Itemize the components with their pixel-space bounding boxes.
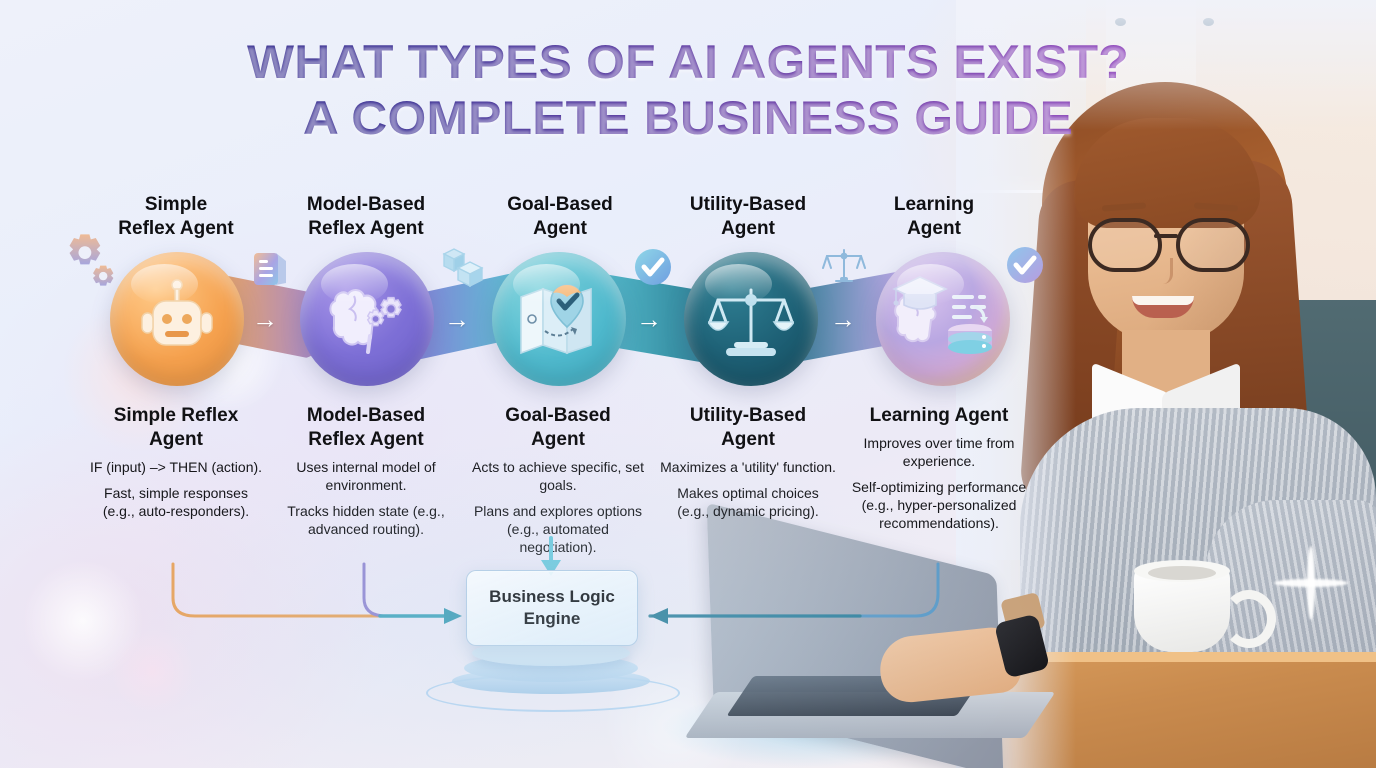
check-badge-icon bbox=[1007, 247, 1043, 283]
flow-arrow-4: → bbox=[830, 304, 856, 334]
flow-arrow-2: → bbox=[444, 304, 470, 334]
node-goal-based-agent[interactable] bbox=[492, 252, 626, 386]
photo-top-fade bbox=[956, 0, 1376, 130]
eyeglass-lens-left bbox=[1088, 218, 1162, 272]
description-title: Goal-Based Agent bbox=[505, 405, 611, 450]
check-badge-icon bbox=[635, 249, 671, 285]
description-model-based-reflex-agent: Model-Based Reflex Agent Uses internal m… bbox=[278, 404, 454, 546]
description-title: Learning Agent bbox=[869, 405, 1009, 426]
document-icon bbox=[254, 253, 286, 285]
node-utility-based-agent[interactable] bbox=[684, 252, 818, 386]
node-top-label-1: Simple Reflex Agent bbox=[118, 194, 234, 239]
gears-icon bbox=[69, 234, 114, 286]
graduation-brain-icon bbox=[892, 276, 992, 354]
hub-connector-lines bbox=[171, 536, 940, 624]
description-title: Simple Reflex Agent bbox=[113, 405, 239, 450]
database-icon bbox=[948, 324, 992, 354]
map-pin-icon bbox=[520, 284, 592, 355]
business-logic-engine-label: Business Logic Engine bbox=[489, 587, 615, 628]
description-body: Maximizes a 'utility' function. Makes op… bbox=[660, 459, 836, 519]
scales-icon bbox=[822, 249, 866, 282]
node-learning-agent[interactable] bbox=[876, 252, 1010, 386]
eyeglass-lens-right bbox=[1176, 218, 1250, 272]
node-top-label-4: Utility-Based Agent bbox=[689, 194, 807, 239]
description-title: Model-Based Reflex Agent bbox=[306, 405, 426, 450]
description-learning-agent: Learning Agent Improves over time from e… bbox=[846, 404, 1032, 540]
description-body: Acts to achieve specific, set goals. Pla… bbox=[472, 459, 644, 555]
cubes-icon bbox=[442, 248, 484, 288]
description-goal-based-agent: Goal-Based Agent Acts to achieve specifi… bbox=[468, 404, 648, 564]
business-logic-engine[interactable]: Business Logic Engine bbox=[426, 570, 680, 712]
nose bbox=[1154, 258, 1173, 284]
node-top-label-5: Learning Agent bbox=[893, 194, 975, 239]
eyeglasses bbox=[1088, 218, 1250, 272]
node-top-label-3: Goal-Based Agent bbox=[507, 194, 613, 239]
robot-icon bbox=[141, 279, 213, 346]
description-body: Improves over time from experience. Self… bbox=[851, 435, 1027, 531]
eyeglass-bridge bbox=[1154, 234, 1178, 238]
business-logic-engine-box[interactable]: Business Logic Engine bbox=[466, 570, 638, 646]
description-title: Utility-Based Agent bbox=[689, 405, 807, 450]
node-top-label-2: Model-Based Reflex Agent bbox=[306, 194, 426, 239]
description-simple-reflex-agent: Simple Reflex Agent IF (input) –> THEN (… bbox=[88, 404, 264, 528]
node-simple-reflex-agent[interactable] bbox=[110, 252, 244, 386]
scales-icon bbox=[708, 288, 794, 356]
flow-arrow-3: → bbox=[636, 304, 662, 334]
teeth bbox=[1132, 296, 1194, 305]
mouth bbox=[1132, 296, 1194, 318]
desk-edge bbox=[956, 652, 1376, 662]
node-model-based-reflex-agent[interactable] bbox=[300, 252, 434, 386]
brain-gears-icon bbox=[329, 289, 402, 354]
flow-arrow-1: → bbox=[252, 304, 278, 334]
description-utility-based-agent: Utility-Based Agent Maximizes a 'utility… bbox=[660, 404, 836, 528]
coffee-cup-handle bbox=[1222, 590, 1276, 648]
description-body: Uses internal model of environment. Trac… bbox=[287, 459, 445, 537]
coffee-cup-inside bbox=[1148, 566, 1216, 580]
description-body: IF (input) –> THEN (action). Fast, simpl… bbox=[89, 459, 263, 519]
